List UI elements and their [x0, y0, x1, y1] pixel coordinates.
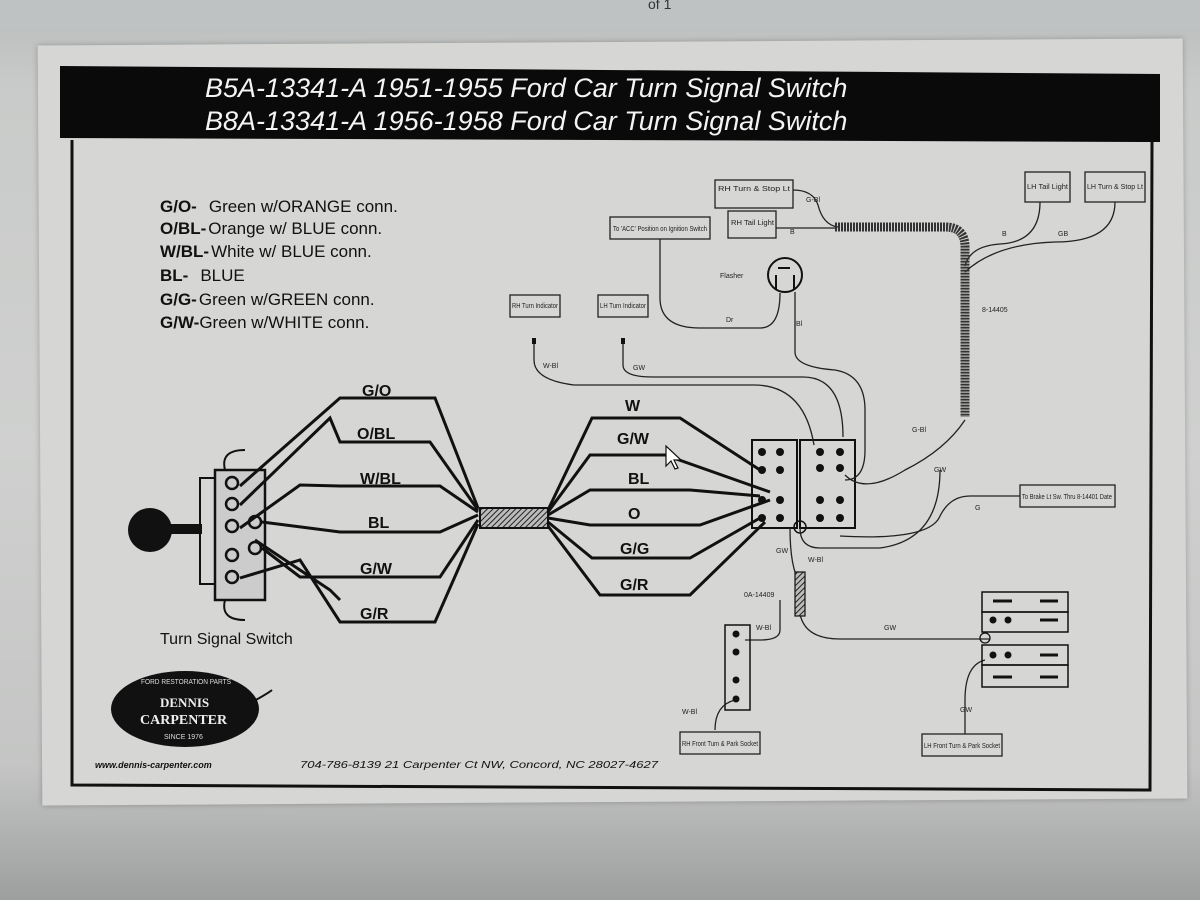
- rear-wire-harness: [835, 222, 970, 417]
- label-legend-3-code: BL-: [160, 266, 188, 285]
- pdf-viewer-toolbar: of 1: [0, 0, 1200, 30]
- acc-box: [609, 216, 711, 240]
- label-legend-3-text: BLUE: [200, 266, 244, 285]
- wire-harness-sleeve: [479, 507, 549, 529]
- label-legend-5-code: G/W-: [160, 313, 199, 332]
- label-wire_codes-gw1: GW: [934, 467, 946, 474]
- wire-label-bl: BL: [368, 515, 390, 532]
- wire-label-g-o: G/O: [362, 383, 391, 400]
- flasher: Flasher: [720, 257, 803, 293]
- lh-front-socket-box: [921, 733, 1003, 757]
- svg-text:W/BL-White w/ BLUE conn.: W/BL-White w/ BLUE conn.: [160, 242, 372, 261]
- dennis-carpenter-logo: FORD RESTORATION PARTS DENNIS CARPENTER …: [111, 671, 273, 747]
- label-legend-0-code: G/O-: [160, 197, 197, 216]
- svg-text:O/BL-Orange w/ BLUE conn.: O/BL-Orange w/ BLUE conn.: [160, 219, 382, 238]
- label-wire_codes-gb: GB: [1058, 231, 1068, 238]
- label-legend-0-text: Green w/ORANGE conn.: [209, 197, 398, 216]
- mouse-cursor-icon: [665, 444, 683, 470]
- label-wire_codes-dr: Dr: [726, 317, 734, 324]
- svg-text:G/O-Green w/ORANGE conn.: G/O- Green w/ORANGE conn.: [160, 197, 398, 216]
- wire-label-g-w: G/W: [360, 561, 393, 578]
- flasher-label: Flasher: [720, 273, 744, 280]
- wire-label-g-w-right: G/W: [617, 431, 650, 448]
- label-wire_codes-harness_rear: 8-14405: [982, 307, 1008, 314]
- label-wire_codes-bl: Bl: [796, 321, 803, 328]
- label-wire_codes-b1: B: [790, 229, 795, 236]
- wire-label-o-bl: O/BL: [357, 426, 395, 443]
- label-wire_codes-gw_ind: GW: [960, 707, 972, 714]
- footer-contact: 704-786-8139 21 Carpenter Ct NW, Concord…: [300, 760, 659, 771]
- label-legend-1-text: Orange w/ BLUE conn.: [208, 219, 382, 238]
- label-wire_codes-g: G: [975, 505, 980, 512]
- wire-label-bl-right: BL: [628, 471, 650, 488]
- wire-label-g-r: G/R: [360, 606, 389, 623]
- rh-front-socket-box: [679, 731, 761, 755]
- label-wire_codes-harness_front: 0A-14409: [744, 592, 774, 599]
- diagram-frame: [70, 140, 1154, 792]
- left-wire-fan: [238, 396, 480, 624]
- label-wire_codes-b2: B: [1002, 231, 1007, 238]
- svg-text:G/G-Green w/GREEN conn.: G/G-Green w/GREEN conn.: [160, 290, 375, 309]
- lh-turn-stop-box: [1084, 171, 1146, 203]
- label-legend-4-text: Green w/GREEN conn.: [199, 290, 375, 309]
- svg-text:G/W-Green w/WHITE conn.: G/W-Green w/WHITE conn.: [160, 313, 369, 332]
- label-components-acc: To 'ACC' Position on Ignition Switch: [613, 226, 707, 233]
- label-components-lh_turn_stop: LH Turn & Stop Lt: [1087, 184, 1143, 191]
- wire-label-w-bl: W/BL: [360, 471, 401, 488]
- label-legend-2-text: White w/ BLUE conn.: [211, 242, 372, 261]
- right-wire-fan: [546, 416, 771, 597]
- label-components-lh_front: LH Front Turn & Park Socket: [924, 743, 1000, 750]
- rh-turn-stop-box: [714, 179, 794, 209]
- title-line-1: B5A-13341-A 1951-1955 Ford Car Turn Sign…: [205, 73, 847, 103]
- wire-label-o: O: [628, 506, 640, 523]
- label-wire_codes-w_bl3: W-Bl: [682, 709, 697, 716]
- label-legend-4-code: G/G-: [160, 290, 197, 309]
- switch-label: Turn Signal Switch: [160, 631, 293, 648]
- label-wire_codes-gw_ind: GW: [633, 365, 645, 372]
- junction-connector: [751, 439, 856, 534]
- label-components-rh_turn_stop: RH Turn & Stop Lt: [718, 186, 790, 193]
- label-components-rh_indicator: RH Turn Indicator: [512, 303, 559, 310]
- wire-label-w: W: [625, 398, 641, 415]
- page-indicator: of 1: [648, 0, 672, 12]
- label-legend-5-text: Green w/WHITE conn.: [199, 313, 369, 332]
- label-wire_codes-w_bl_ind: W-Bl: [543, 363, 558, 370]
- logo-line-2: CARPENTER: [140, 713, 228, 728]
- logo-line-1: DENNIS: [160, 695, 209, 710]
- label-legend-2-code: W/BL-: [160, 242, 209, 261]
- lh-front-connector: [979, 591, 1069, 688]
- logo-since: SINCE 1976: [164, 734, 203, 741]
- color-legend: G/O- Green w/ORANGE conn. O/BL-Orange w/ …: [160, 197, 398, 332]
- thin-wires: [533, 189, 1116, 735]
- rh-front-connector: [724, 624, 751, 711]
- title-bar: B5A-13341-A 1951-1955 Ford Car Turn Sign…: [60, 66, 1160, 142]
- lh-tail-box: [1024, 171, 1071, 203]
- rh-indicator-box: [509, 294, 561, 318]
- wire-label-g-r-right: G/R: [620, 577, 649, 594]
- label-components-brake: To Brake Lt Sw. Thru 8-14401 Date: [1022, 494, 1112, 501]
- label-components-rh_tail: RH Tail Light: [731, 220, 774, 227]
- turn-signal-switch: Turn Signal Switch: [128, 449, 293, 648]
- lh-indicator-box: [597, 294, 649, 318]
- title-line-2: B8A-13341-A 1956-1958 Ford Car Turn Sign…: [205, 106, 847, 136]
- label-wire_codes-gw3: GW: [884, 625, 896, 632]
- label-legend-1-code: O/BL-: [160, 219, 206, 238]
- brake-switch-box: [1019, 484, 1116, 508]
- wire-label-g-g: G/G: [620, 541, 649, 558]
- label-wire_codes-gbl2: G-Bl: [912, 427, 926, 434]
- label-wire_codes-w_bl1: W-Bl: [808, 557, 823, 564]
- front-wire-harness: [794, 571, 806, 617]
- label-components-lh_tail: LH Tail Light: [1027, 184, 1068, 191]
- label-components-lh_indicator: LH Turn Indicator: [600, 303, 647, 310]
- rh-tail-box: [727, 210, 777, 239]
- label-wire_codes-w_bl2: W-Bl: [756, 625, 771, 632]
- footer-url: www.dennis-carpenter.com: [95, 760, 212, 770]
- svg-text:BL-BLUE: BL- BLUE: [160, 266, 245, 285]
- label-wire_codes-gw2: GW: [776, 548, 788, 555]
- logo-arc-text: FORD RESTORATION PARTS: [141, 679, 231, 686]
- label-components-rh_front: RH Front Turn & Park Socket: [682, 741, 758, 748]
- label-wire_codes-g_bl: G-Bl: [806, 197, 820, 204]
